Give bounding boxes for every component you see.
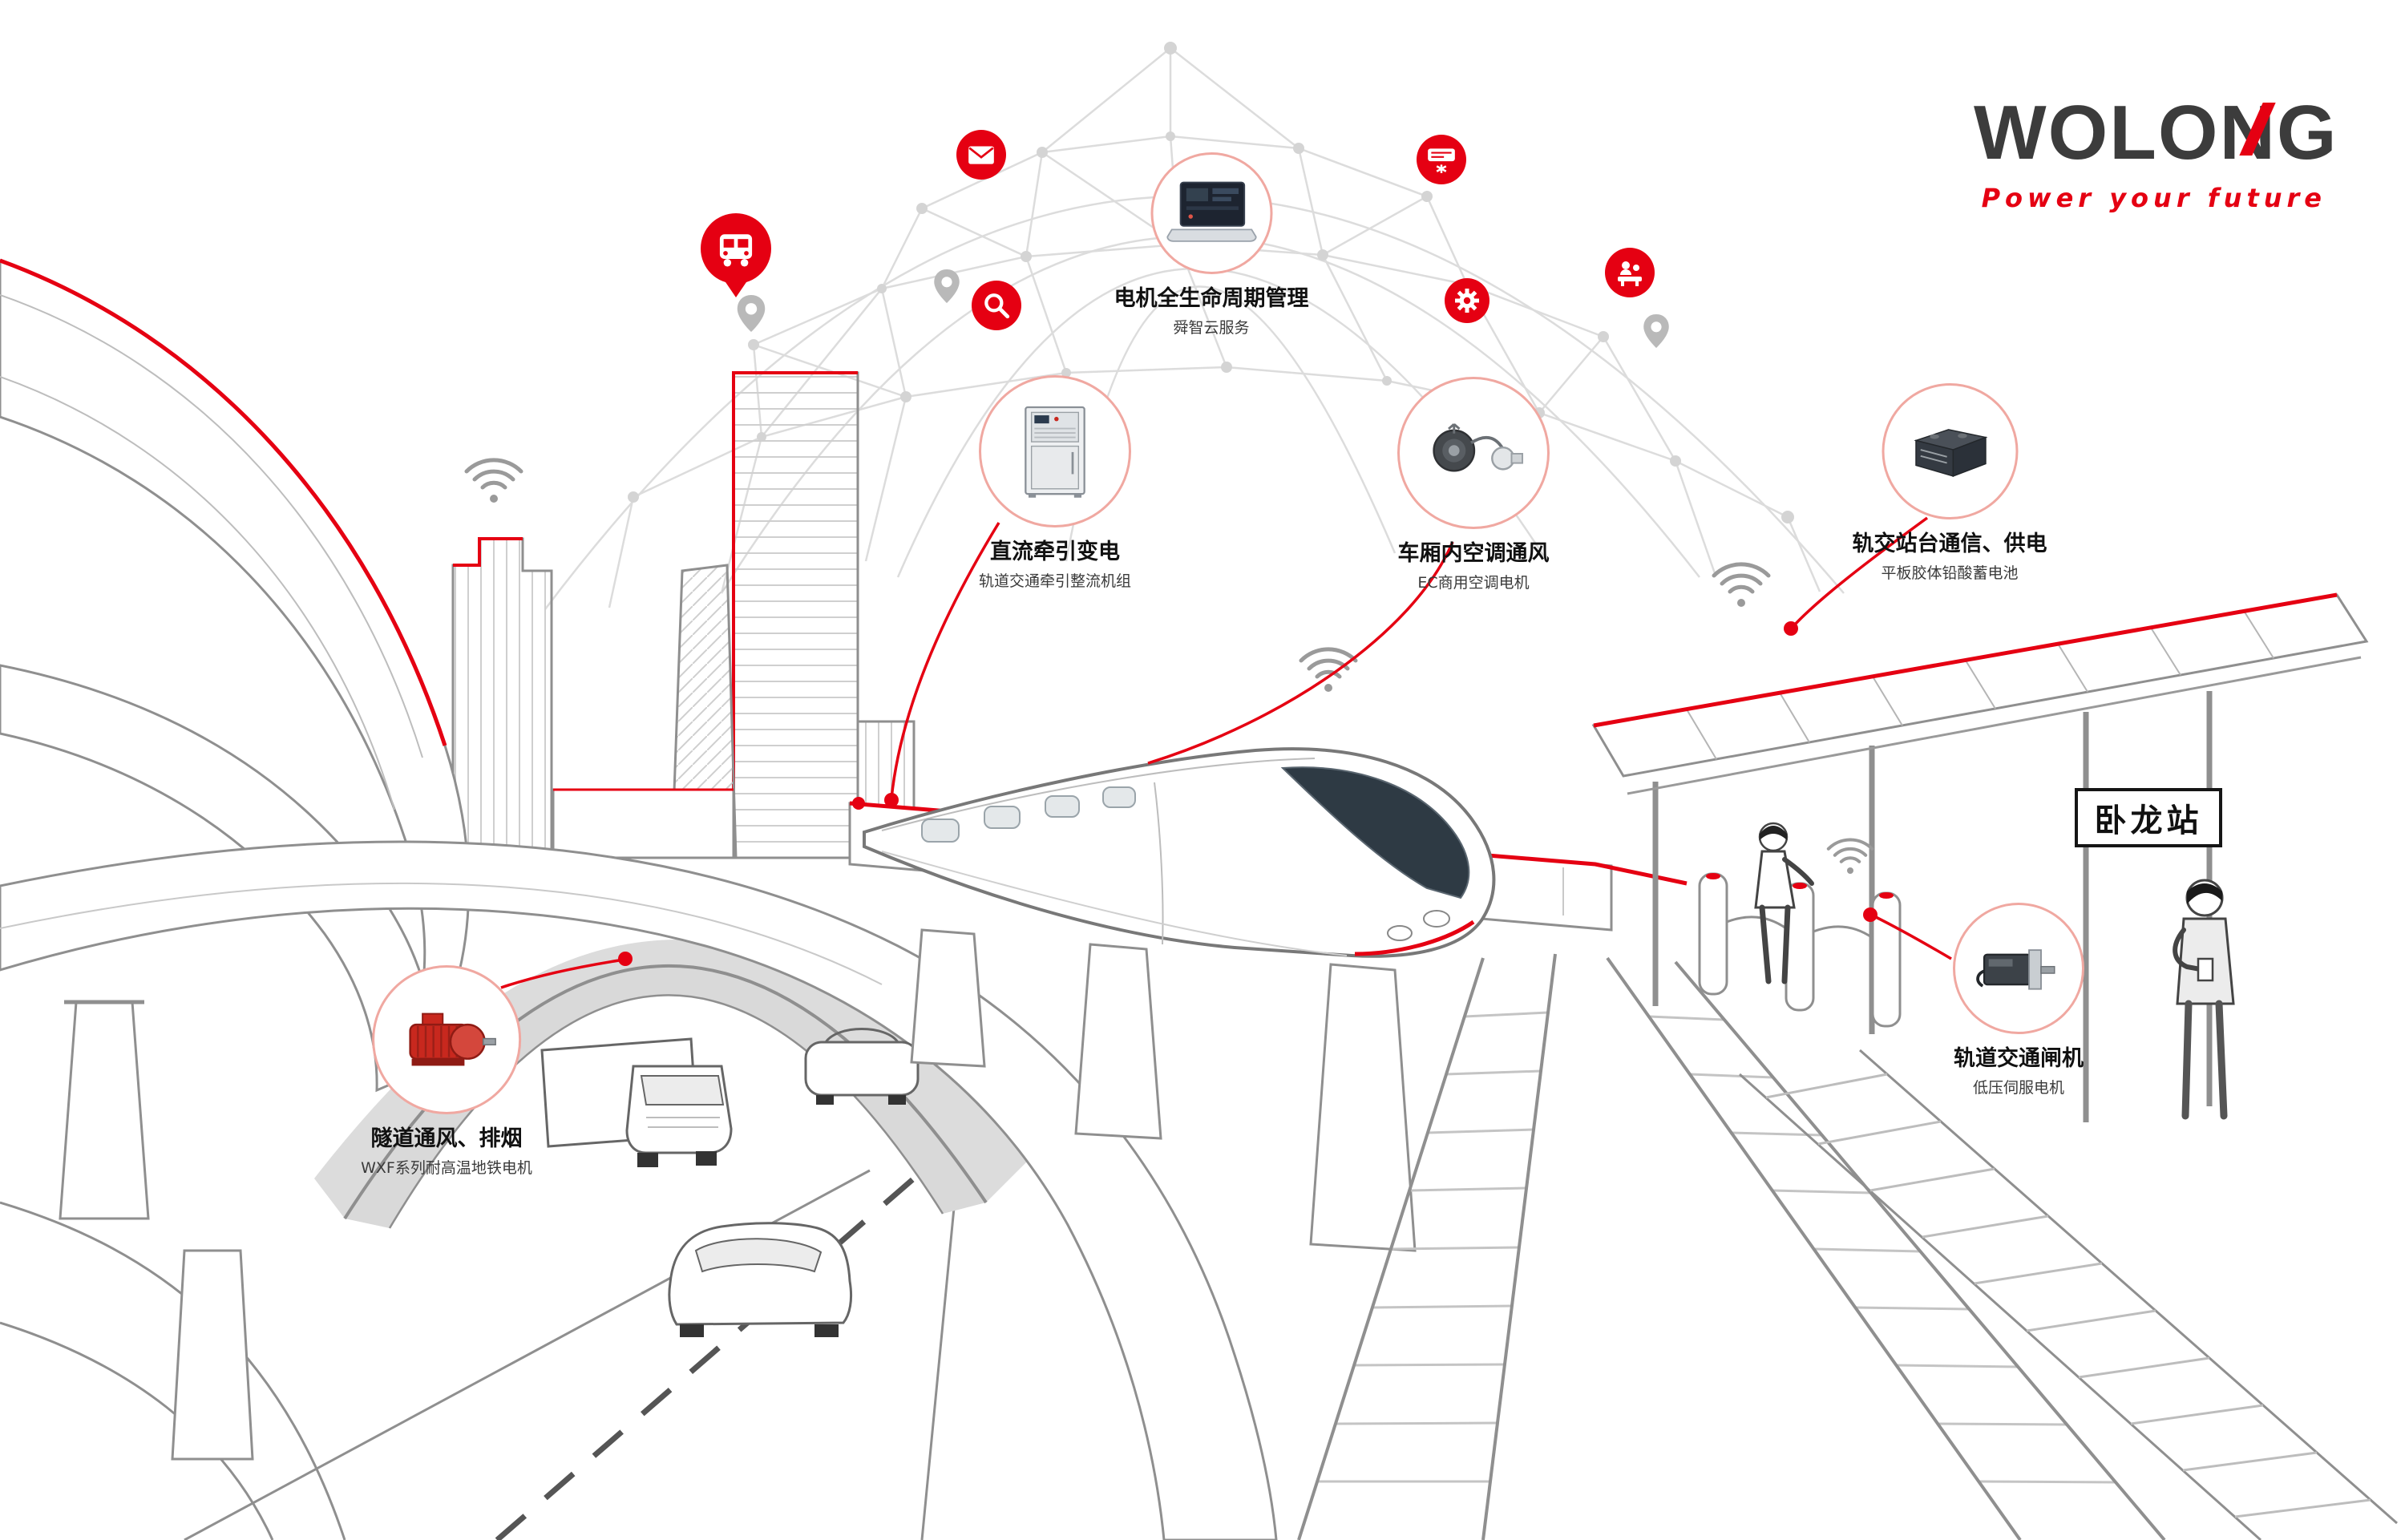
map-pin-icon (934, 269, 960, 306)
truck (540, 1037, 733, 1167)
ac-glyph (1428, 148, 1455, 173)
callout-gate-title: 轨道交通闸机 (1954, 1046, 2084, 1071)
callout-hvac-bubble (1397, 377, 1550, 529)
service-glyph (1618, 261, 1642, 286)
callout-hvac: 车厢内空调通风 EC商用空调电机 (1397, 377, 1550, 592)
station-canopy (1591, 592, 2369, 1122)
callout-platform-power-title: 轨交站台通信、供电 (1852, 532, 2047, 556)
rectifier-cabinet-icon (1025, 406, 1085, 498)
map-pin-icon (1643, 314, 1669, 351)
road-under-bridge (184, 1166, 960, 1540)
wifi-icon-train (1301, 649, 1356, 692)
logo-tagline: Power your future (1981, 183, 2326, 213)
laptop-cloud-service-icon (1166, 181, 1257, 242)
railway-tracks (1297, 953, 2166, 1540)
transit-pin-icon (701, 213, 771, 284)
callout-traction-subtitle: 轨道交通牵引整流机组 (978, 572, 1132, 590)
car-front (668, 1222, 853, 1337)
callout-gate: 轨道交通闸机 低压伺服电机 (1953, 903, 2084, 1097)
callout-lifecycle-bubble (1150, 152, 1272, 274)
high-speed-train (863, 747, 1496, 958)
callout-lifecycle-subtitle: 舜智云服务 (1173, 319, 1250, 337)
battery-icon (1913, 429, 1988, 477)
callout-tunnel-fan-title: 隧道通风、排烟 (370, 1126, 523, 1151)
wifi-icon-city (467, 460, 521, 503)
callout-connectors (500, 516, 1952, 989)
ec-fan-motor-icon (1433, 423, 1524, 472)
callout-lifecycle-title: 电机全生命周期管理 (1114, 286, 1309, 311)
mail-icon (956, 130, 1006, 180)
city-buildings (451, 371, 916, 859)
passenger-with-phone (2173, 879, 2235, 1120)
arch-bridge (0, 840, 1278, 1540)
callout-gate-subtitle: 低压伺服电机 (1972, 1079, 2064, 1097)
callout-lifecycle: 电机全生命周期管理 舜智云服务 (1114, 152, 1309, 338)
search-icon (972, 281, 1021, 330)
callout-tunnel-fan-bubble (371, 965, 521, 1114)
map-pin-icon (737, 295, 766, 335)
gear-icon (1445, 278, 1489, 323)
logo-wordmark: WOLONG (1974, 90, 2338, 176)
callout-platform-power-subtitle: 平板胶体铅酸蓄电池 (1881, 564, 2019, 582)
passenger-at-gate (1754, 822, 1814, 984)
callout-gate-bubble (1953, 903, 2084, 1034)
mail-glyph (968, 146, 994, 164)
callout-platform-power: 轨交站台通信、供电 平板胶体铅酸蓄电池 (1853, 383, 2047, 583)
search-glyph (984, 293, 1010, 319)
wifi-icon-station (1714, 564, 1768, 607)
wifi-icon-gate (1829, 840, 1872, 874)
callout-traction: 直流牵引变电 轨道交通牵引整流机组 (978, 375, 1132, 591)
servo-motor-icon (1976, 949, 2055, 990)
callout-traction-title: 直流牵引变电 (989, 540, 1120, 564)
callout-hvac-title: 车厢内空调通风 (1397, 541, 1550, 566)
red-motor-icon (409, 1013, 496, 1066)
gear-glyph (1455, 289, 1479, 313)
station-platform (1739, 1049, 2398, 1540)
wolong-logo: WOLONG Power your future (1974, 90, 2338, 214)
car-distant (804, 1028, 920, 1105)
callout-traction-bubble (978, 375, 1131, 527)
callout-tunnel-fan: 隧道通风、排烟 WXF系列耐高温地铁电机 (361, 965, 532, 1178)
callout-hvac-subtitle: EC商用空调电机 (1417, 574, 1530, 592)
station-sign: 卧龙站 (2075, 788, 2222, 847)
service-desk-icon (1605, 248, 1655, 297)
air-conditioner-icon (1417, 135, 1466, 184)
callout-platform-power-bubble (1882, 383, 2018, 519)
transit-glyph (719, 234, 753, 267)
connector-dots (618, 621, 1878, 966)
callout-tunnel-fan-subtitle: WXF系列耐高温地铁电机 (361, 1159, 532, 1177)
